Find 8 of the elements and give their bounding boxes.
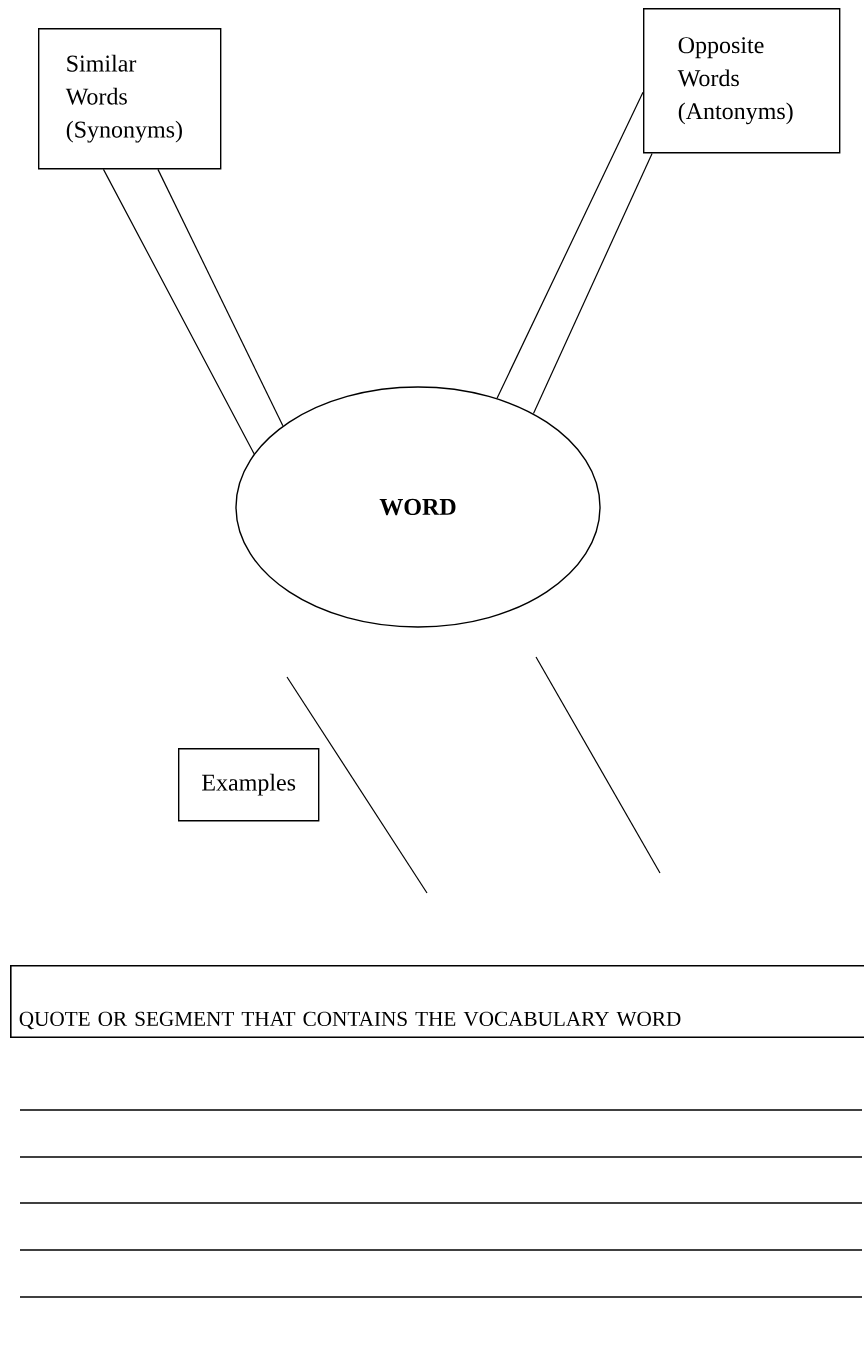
connector-line	[532, 152, 653, 415]
label-box: Opposite Words (Antonyms)	[643, 8, 841, 154]
label-box: Examples	[178, 748, 320, 822]
connector-line	[157, 168, 284, 427]
quote-box: QUOTE OR SEGMENT THAT CONTAINS THE VOCABULARY WORD	[10, 965, 864, 1039]
label-box: Similar Words (Synonyms)	[38, 28, 222, 170]
connector-line	[496, 91, 644, 399]
connector-line	[102, 168, 255, 455]
